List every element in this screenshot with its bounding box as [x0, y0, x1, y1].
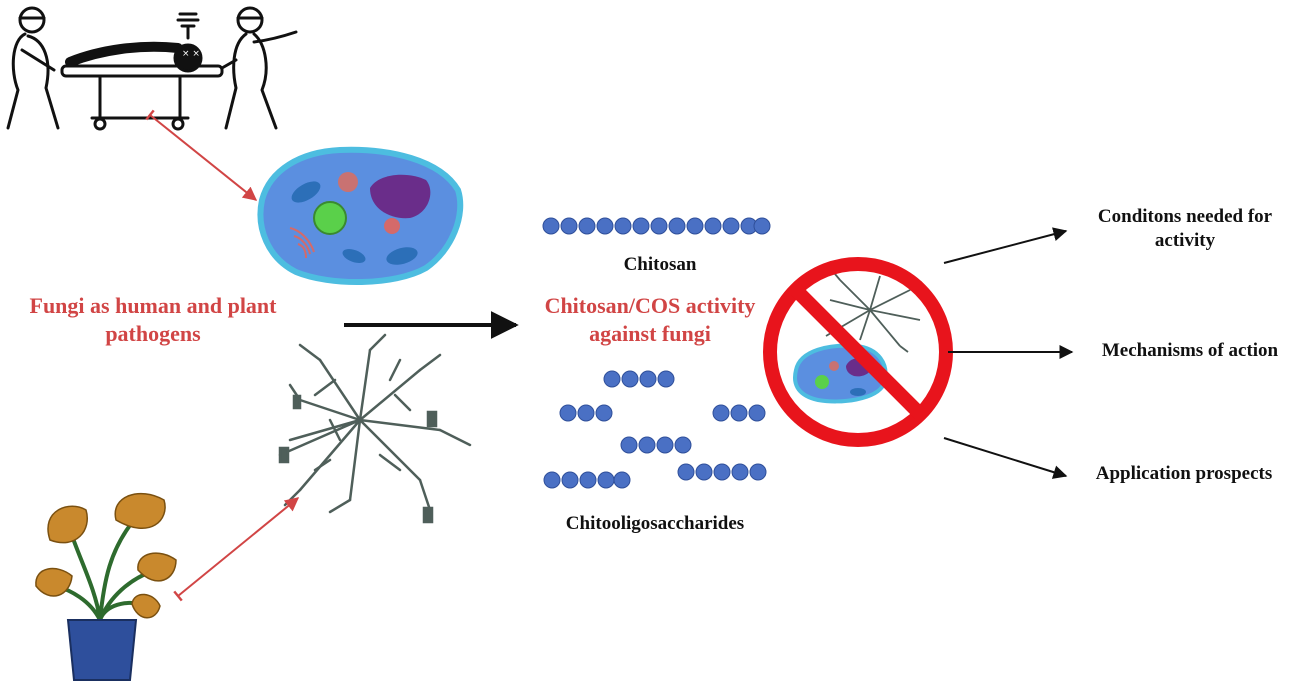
conditions-line2: activity: [1154, 229, 1216, 251]
fungi-pathogens-line1: Fungi as human and plant: [29, 293, 277, 318]
chitosan-label: Chitosan: [623, 254, 697, 275]
inhibit-connector-bottom: [173, 497, 300, 602]
chitosan-chain: [542, 217, 771, 235]
mycelium-icon: [278, 333, 472, 524]
prospects-label: Application prospects: [1095, 463, 1273, 484]
stretcher-patient-icon: × ×: [6, 6, 298, 131]
svg-text:× ×: × ×: [182, 49, 200, 59]
activity-line1: Chitosan/COS activity: [544, 293, 756, 318]
fungi-pathogens-label: Fungi as human and plant pathogens: [0, 292, 306, 347]
arrow-to-conditions: [943, 227, 1068, 264]
cos-label: Chitooligosaccharides: [565, 513, 745, 534]
cos-fragments: [543, 370, 767, 489]
conditions-label: Conditons needed for activity: [1070, 205, 1300, 253]
fungi-pathogens-line2: pathogens: [105, 320, 201, 346]
inhibit-connector-top: [145, 109, 258, 201]
potted-plant-icon: [35, 492, 177, 681]
fungal-cell-icon: [257, 146, 464, 285]
arrow-to-prospects: [943, 437, 1068, 479]
activity-line2: against fungi: [589, 320, 711, 346]
prohibition-icon: [763, 257, 953, 447]
conditions-line1: Conditons needed for: [1097, 206, 1273, 227]
activity-label: Chitosan/COS activity against fungi: [520, 292, 780, 347]
mechanisms-label: Mechanisms of action: [1101, 340, 1279, 361]
